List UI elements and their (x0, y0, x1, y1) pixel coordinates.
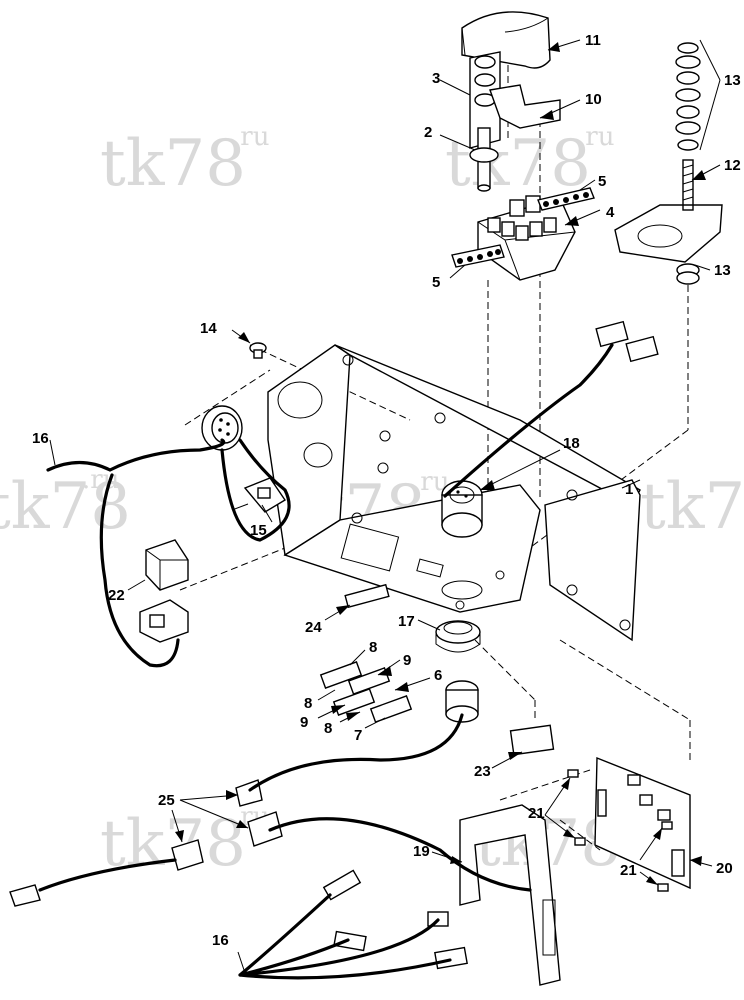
callout-19: 19 (413, 843, 430, 860)
callout-24: 24 (305, 619, 322, 636)
callout-8-mid: 8 (304, 695, 312, 712)
relay-22 (145, 539, 189, 591)
label-23 (509, 724, 555, 756)
callout-17: 17 (398, 613, 415, 630)
callout-23: 23 (474, 763, 491, 780)
connectors-25 (9, 779, 283, 907)
cover-11 (461, 11, 551, 69)
watermark-5: tk78 (640, 470, 744, 544)
fuse-blocks-8-9 (319, 661, 413, 723)
connector-18 (441, 480, 483, 538)
callout-7: 7 (354, 727, 362, 744)
callout-8-bottom: 8 (324, 720, 332, 737)
callout-9-top: 9 (403, 652, 411, 669)
circuit-board-20 (594, 756, 691, 890)
nut-13-lower (676, 263, 700, 285)
callout-1: 1 (625, 481, 633, 498)
callout-16-upper: 16 (32, 430, 49, 447)
stud-plate-12 (614, 159, 723, 263)
callout-5-upper: 5 (598, 173, 606, 190)
terminal-block-4 (477, 195, 576, 281)
callout-21-left: 21 (528, 805, 545, 822)
watermark-1: tk78 (100, 127, 246, 201)
callout-18: 18 (563, 435, 580, 452)
connector-plug-6 (445, 680, 479, 723)
plug-pair-18-top (595, 320, 659, 363)
callout-8-top: 8 (369, 639, 377, 656)
wire-harness-connectors-16 (322, 869, 468, 970)
assembly-guide-lines (179, 65, 691, 851)
wiring (38, 343, 614, 980)
watermark-2-suffix: .ru (577, 122, 614, 152)
callout-11: 11 (585, 32, 601, 49)
watermark-1-suffix: .ru (232, 122, 269, 152)
callout-13-lower: 13 (714, 262, 731, 279)
callout-2: 2 (424, 124, 432, 141)
callout-22: 22 (108, 587, 125, 604)
callout-9-bottom: 9 (300, 714, 308, 731)
callout-4: 4 (606, 204, 615, 221)
callout-labels: 11 3 10 2 5 4 5 13 12 13 14 18 1 16 15 2… (32, 32, 741, 949)
callout-15: 15 (250, 522, 267, 539)
relay-socket-22 (139, 599, 189, 643)
callout-20: 20 (716, 860, 733, 877)
leader-lines (49, 39, 721, 971)
callout-14: 14 (200, 320, 217, 337)
callout-16-lower: 16 (212, 932, 229, 949)
callout-13-upper: 13 (724, 72, 741, 89)
callout-5-lower: 5 (432, 274, 440, 291)
nut-17 (435, 620, 481, 653)
main-mounting-panel (267, 344, 641, 642)
standoffs-21 (567, 769, 673, 892)
terminal-strip-5-lower (451, 244, 505, 268)
label-24 (344, 583, 390, 609)
callout-21-right: 21 (620, 862, 637, 879)
side-plate-1 (544, 479, 641, 642)
callout-10: 10 (585, 91, 602, 108)
washer-stack-13 (675, 42, 701, 151)
terminal-strip-5-upper (537, 187, 595, 211)
callout-3: 3 (432, 70, 440, 87)
watermark-2: tk78 (445, 127, 591, 201)
callout-6: 6 (434, 667, 442, 684)
callout-12: 12 (724, 157, 741, 174)
bracket-19 (459, 804, 561, 986)
screw-14 (249, 342, 267, 359)
callout-25: 25 (158, 792, 175, 809)
